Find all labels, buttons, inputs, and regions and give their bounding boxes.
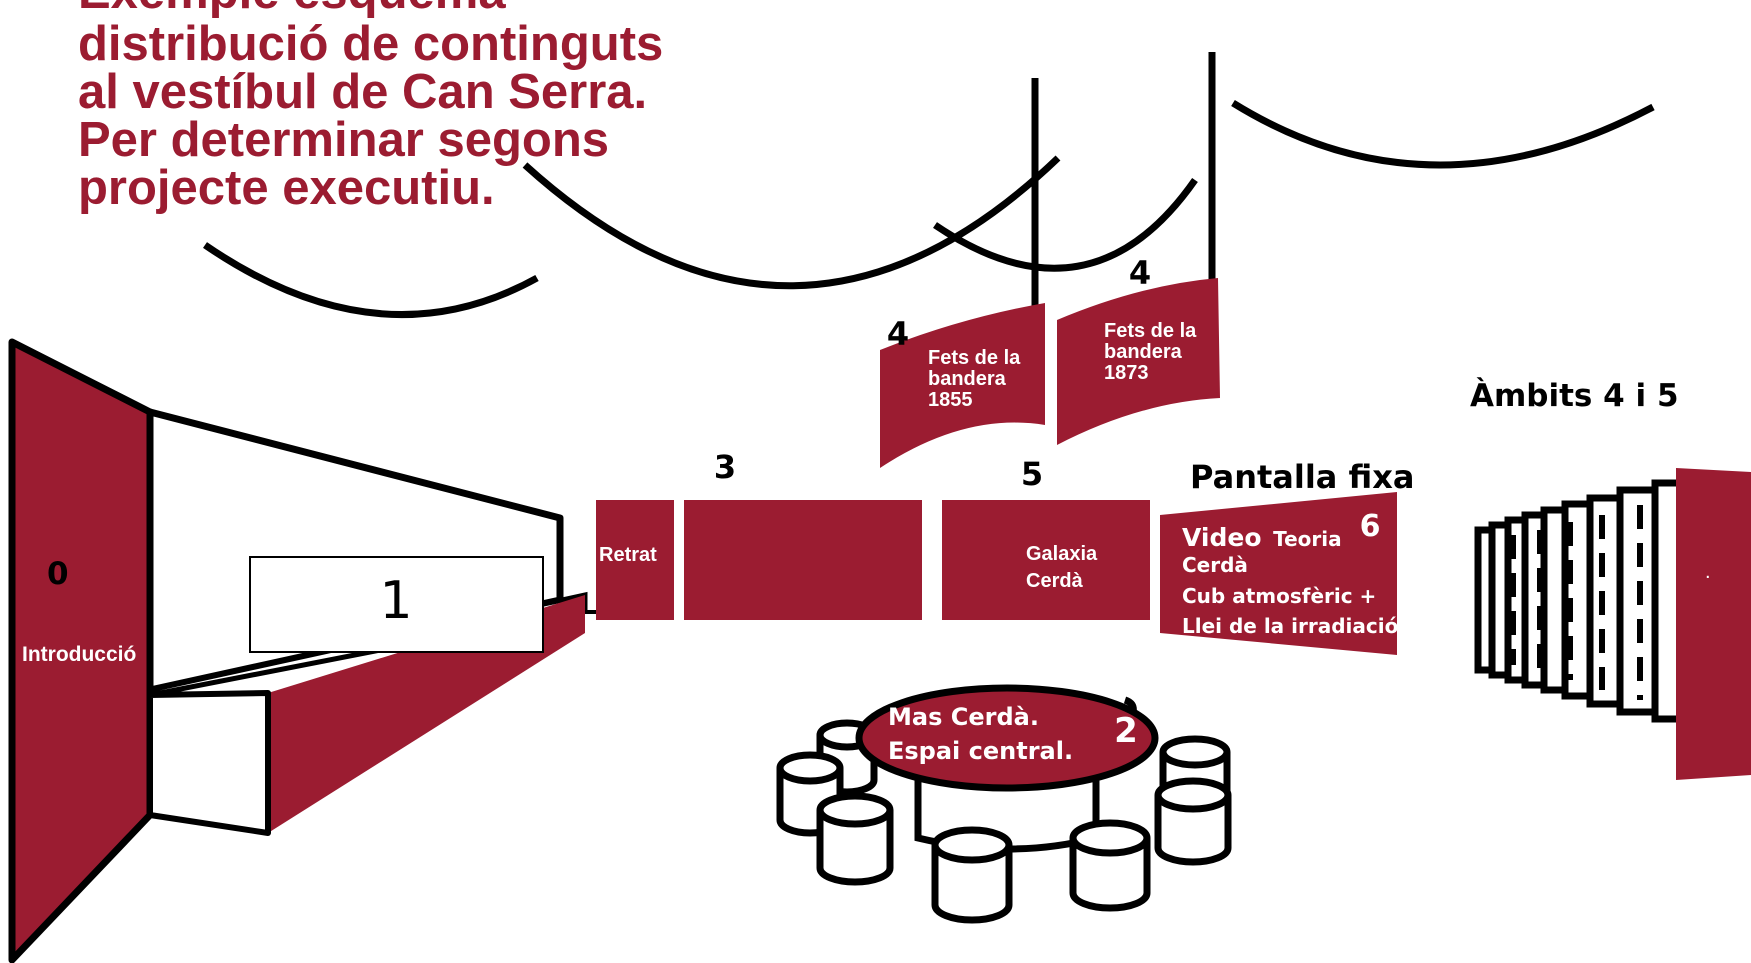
stools-front — [776, 751, 1232, 924]
flag-1873-label-line: Fets de la — [1104, 320, 1197, 342]
stool — [1159, 735, 1231, 769]
title-line: projecte executiu. — [78, 161, 495, 215]
pantalla-number: 6 — [1360, 509, 1381, 544]
table-number: 2 — [1114, 711, 1138, 751]
galaxia-label-line: Galaxia — [1026, 543, 1098, 565]
flag-1873-number: 4 — [1129, 254, 1151, 292]
pantalla-line: Llei de la irradiació — [1182, 614, 1398, 638]
zone-flag-1855: 4 Fets de la bandera 1855 — [880, 303, 1045, 468]
table-top — [855, 684, 1159, 792]
flag-1855-banner — [880, 303, 1045, 468]
ceiling-cable — [203, 242, 539, 318]
ceiling-cables — [203, 100, 1655, 318]
flag-1873-label-line: bandera — [1104, 341, 1183, 363]
stool — [816, 810, 894, 886]
title-line: al vestíbul de Can Serra. — [78, 65, 647, 119]
intro-label: Introducció — [22, 643, 136, 666]
retrat-panel — [596, 500, 674, 620]
stool — [931, 826, 1013, 864]
retrat-label: Retrat — [599, 544, 657, 566]
stool — [1154, 777, 1232, 813]
zone-retrat: Retrat — [596, 500, 674, 620]
stool — [1069, 819, 1151, 857]
flag-1873-label: Fets de la bandera 1873 — [1104, 320, 1202, 384]
galaxia-number: 5 — [1021, 455, 1043, 493]
ambits-heading: Àmbits 4 i 5 — [1470, 378, 1679, 414]
zone-central-table: Mas Cerdà. Espai central. 2 — [776, 684, 1232, 924]
flag-1855-label-line: 1855 — [928, 389, 973, 411]
ceiling-cable — [522, 155, 1061, 290]
galaxia-label-line: Cerdà — [1026, 570, 1084, 592]
flag-1873-label-line: 1873 — [1104, 362, 1149, 384]
pantalla-video-word: Video — [1182, 523, 1262, 552]
stool — [816, 792, 894, 828]
flag-1873-banner — [1057, 278, 1220, 445]
intro-number: 0 — [47, 556, 69, 592]
table-label-line: Espai central. — [888, 737, 1073, 765]
panel-3-number: 3 — [714, 448, 736, 486]
panel-3 — [684, 500, 922, 620]
table-label-line: Mas Cerdà. — [888, 703, 1039, 731]
pantalla-screen — [1160, 492, 1397, 655]
hanging-rods — [1031, 52, 1216, 312]
zone-3: 3 — [684, 448, 922, 620]
stool — [931, 845, 1013, 924]
ceiling-cable — [1231, 100, 1655, 169]
title-line: distribució de continguts — [78, 17, 663, 71]
diagram-title: Exemple esquema distribució de contingut… — [78, 0, 677, 215]
ambits-panel-text: . — [1705, 561, 1711, 583]
zone-pantalla: Pantalla fixa 6 Video Teoria Cerdà Cub a… — [1160, 458, 1414, 655]
pantalla-heading: Pantalla fixa — [1190, 458, 1414, 496]
zone-vitrine: 1 — [146, 408, 596, 836]
stacked-panel-dashes — [1510, 505, 1643, 700]
ambits-front-panel — [1676, 468, 1751, 780]
zone-galaxia: 5 Galaxia Cerdà — [942, 455, 1150, 620]
vitrine-number: 1 — [379, 571, 412, 631]
zone-intro: 0 Introducció — [8, 338, 154, 963]
pantalla-video-rest: Teoria — [1273, 527, 1342, 551]
title-line: Per determinar segons — [78, 113, 609, 167]
flag-1855-number: 4 — [887, 315, 909, 353]
galaxia-label: Galaxia Cerdà — [1026, 543, 1103, 592]
title-line: Exemple esquema — [78, 0, 506, 19]
flag-1855-label: Fets de la bandera 1855 — [928, 347, 1026, 411]
flag-1855-label-line: bandera — [928, 368, 1007, 390]
ceiling-cable — [933, 177, 1198, 272]
zone-flag-1873: 4 Fets de la bandera 1873 — [1057, 254, 1220, 445]
flag-1855-label-line: Fets de la — [928, 347, 1021, 369]
vitrine-front — [268, 595, 585, 833]
pantalla-line: Cerdà — [1182, 553, 1248, 577]
pantalla-video-line: Video Teoria — [1182, 523, 1342, 552]
vitrine-end — [147, 690, 271, 836]
table-label: Mas Cerdà. Espai central. — [888, 703, 1073, 765]
stool — [1154, 795, 1232, 866]
pantalla-line: Cub atmosfèric + — [1182, 584, 1376, 608]
zone-ambits: Àmbits 4 i 5 . — [1470, 378, 1751, 780]
stool — [776, 751, 844, 785]
stool — [1069, 838, 1151, 912]
vitrine-label-box — [249, 556, 544, 653]
galaxia-panel — [942, 500, 1150, 620]
stacked-panels — [1474, 479, 1697, 723]
